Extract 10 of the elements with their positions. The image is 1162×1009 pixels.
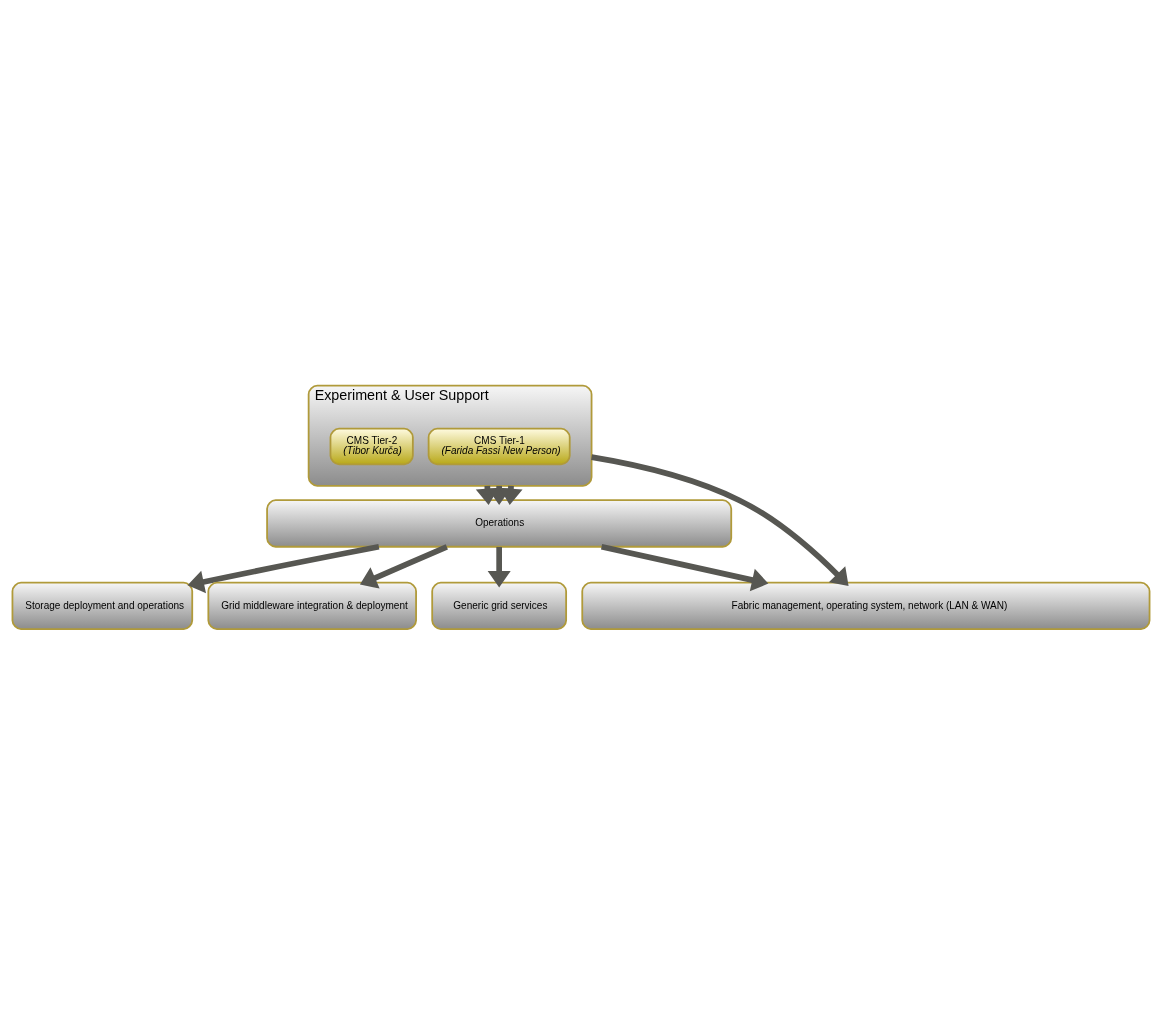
- node-box: Storage deployment and operations: [11, 581, 194, 631]
- node-box: CMS Tier-2 (Tibor Kurča): [329, 427, 414, 466]
- arrow: [591, 454, 849, 586]
- node-box: Grid middleware integration & deployment: [207, 581, 417, 631]
- arrow: [359, 544, 448, 589]
- arrow: [487, 546, 511, 588]
- node-box: CMS Tier-1 (Farida Fassi New Person): [427, 427, 571, 466]
- node-box: Operations: [266, 499, 733, 548]
- node-box: Generic grid services: [431, 581, 568, 631]
- node-box: Fabric management, operating system, network (LAN & WAN): [581, 581, 1151, 631]
